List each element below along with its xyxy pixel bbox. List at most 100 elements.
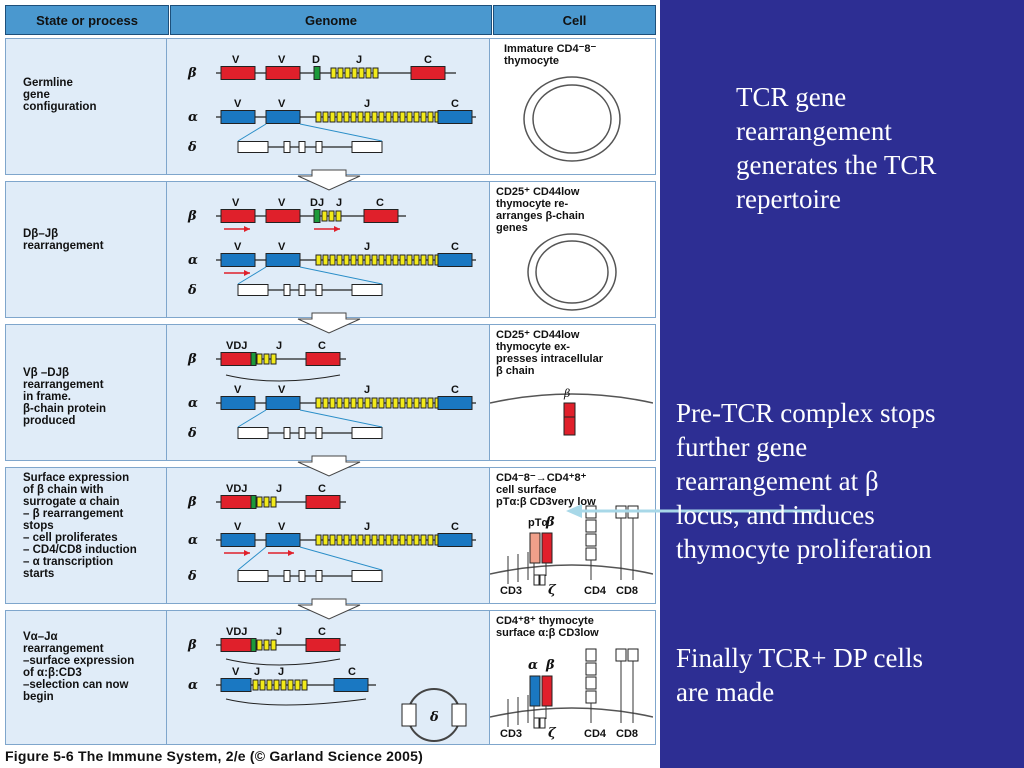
v-label: V — [278, 241, 286, 253]
beta-c-segment — [410, 66, 446, 80]
splice-bracket — [225, 658, 341, 666]
alpha-j-segment — [322, 397, 329, 409]
alpha-j-segment — [336, 111, 343, 123]
alpha-j-segment — [329, 534, 336, 546]
j-segment — [365, 67, 372, 79]
j-segment — [372, 67, 379, 79]
c-label: C — [318, 626, 326, 638]
cd3-label: CD3 — [500, 728, 522, 740]
beta-label: β — [545, 658, 555, 673]
alpha-j-segment — [350, 397, 357, 409]
arrow-head — [244, 550, 250, 556]
alpha-label: α — [528, 658, 538, 673]
zeta-label: ζ — [548, 583, 557, 598]
delta-segment — [237, 570, 269, 582]
delta-segment — [298, 284, 306, 296]
alpha-j-segment — [357, 534, 364, 546]
j-label: J — [364, 98, 370, 110]
j-segment — [256, 639, 263, 651]
alpha-j-segment — [420, 111, 427, 123]
j-label: J — [364, 384, 370, 396]
cd8-domain — [615, 648, 627, 662]
c-label: C — [348, 666, 356, 678]
alpha-j-segment — [413, 534, 420, 546]
thymocyte-outline — [527, 233, 617, 311]
alpha-v-segment — [265, 533, 301, 547]
cell-panel: CD25⁺ CD44low thymocyte ex- presses intr… — [489, 325, 655, 460]
v-label: V — [278, 384, 286, 396]
j-segment — [344, 67, 351, 79]
cell-label: CD4⁺8⁺ thymocyte surface α:β CD3low — [496, 615, 599, 639]
arrow-head — [288, 550, 294, 556]
alpha-chain-label: α — [188, 253, 198, 268]
alpha-j-segment — [399, 397, 406, 409]
arrow-head — [334, 226, 340, 232]
row-pre-tcr: Surface expression of β chain with surro… — [5, 467, 656, 604]
delta-deletion-line — [299, 546, 383, 571]
delta-segment — [283, 284, 291, 296]
beta-d-segment — [250, 495, 257, 509]
alpha-v-segment — [220, 396, 256, 410]
cd4-domain — [585, 648, 597, 662]
c-label: C — [376, 197, 384, 209]
alpha-j-segment — [399, 254, 406, 266]
intracellular-beta-chain: β — [490, 387, 653, 436]
alpha-j-segment — [329, 254, 336, 266]
arrow-head — [244, 226, 250, 232]
cell-label: Immature CD4⁻8⁻ thymocyte — [504, 43, 597, 67]
alpha-j-segment — [329, 397, 336, 409]
alpha-j-segment — [399, 534, 406, 546]
cd4-domain — [585, 690, 597, 704]
c-label: C — [318, 483, 326, 495]
alpha-j-segment — [427, 254, 434, 266]
delta-chain-label: δ — [187, 569, 197, 584]
cd3-label: CD3 — [500, 585, 522, 597]
alpha-j-segment — [350, 534, 357, 546]
state-label: Vβ –DJβ rearrangement in frame. β-chain … — [23, 367, 107, 427]
alpha-j-segment — [322, 254, 329, 266]
alpha-c-segment — [437, 396, 473, 410]
delta-segment — [315, 284, 323, 296]
alpha-j-segment — [364, 534, 371, 546]
vdj-label: VDJ — [226, 483, 247, 495]
alpha-j-segment — [392, 111, 399, 123]
j-segment — [321, 210, 328, 222]
beta-v-segment — [265, 209, 301, 223]
alpha-j-segment — [392, 397, 399, 409]
alpha-v-segment — [220, 110, 256, 124]
beta-chain — [541, 532, 553, 564]
cd3-box — [539, 717, 546, 729]
state-cell: Vβ –DJβ rearrangement in frame. β-chain … — [6, 325, 167, 460]
cd8-domain — [627, 505, 639, 519]
alpha-j-segment — [392, 534, 399, 546]
beta-v-segment — [220, 66, 256, 80]
v-label: V — [278, 54, 286, 66]
state-cell: Vα–Jα rearrangement –surface expression … — [6, 611, 167, 744]
cd8-domain — [615, 505, 627, 519]
alpha-j-segment — [413, 111, 420, 123]
alpha-j-segment — [399, 111, 406, 123]
delta-segment — [315, 570, 323, 582]
beta-chain-label: β — [187, 352, 197, 367]
alpha-j-segment — [378, 534, 385, 546]
alpha-j-segment — [406, 111, 413, 123]
beta-label: β — [563, 387, 570, 400]
beta-c-segment — [363, 209, 399, 223]
cd4-domain — [585, 505, 597, 519]
figure-panel: State or process Genome Cell Germline ge… — [0, 0, 660, 768]
delta-deletion-line — [237, 266, 267, 285]
delta-chain-label: δ — [187, 283, 197, 298]
cd4-domain — [585, 519, 597, 533]
delta-chain-label: δ — [187, 140, 197, 155]
alpha-chain — [529, 675, 541, 707]
c-label: C — [451, 98, 459, 110]
delta-chain-label: δ — [187, 426, 197, 441]
alpha-j-segment — [315, 397, 322, 409]
j-segment — [256, 353, 263, 365]
delta-deletion-line — [299, 123, 383, 142]
